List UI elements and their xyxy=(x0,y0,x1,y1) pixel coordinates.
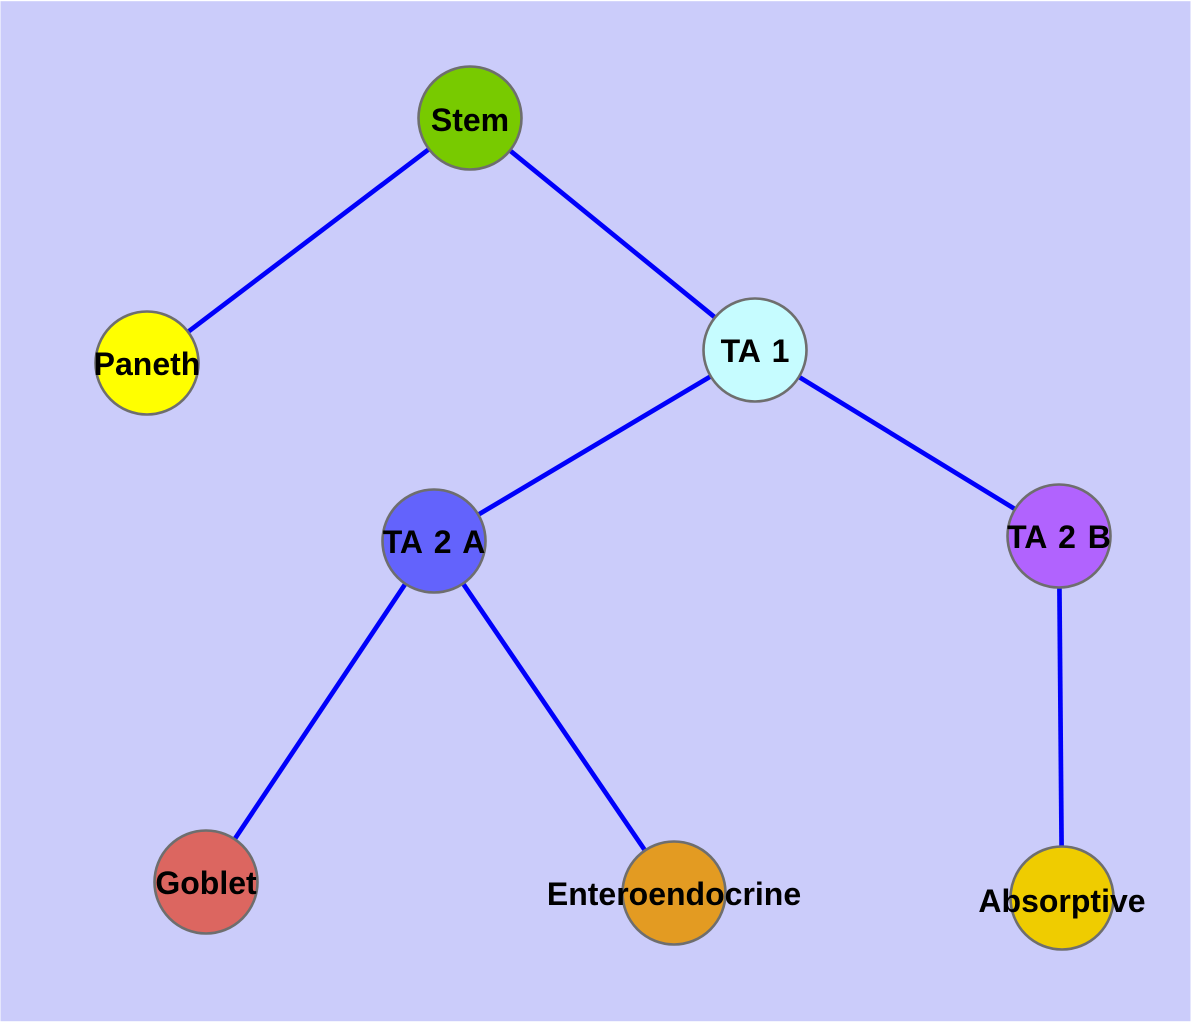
svg-text:Goblet: Goblet xyxy=(155,865,257,901)
svg-text:Absorptive: Absorptive xyxy=(978,883,1145,919)
svg-text:TA 2 B: TA 2 B xyxy=(1007,519,1111,555)
svg-text:TA 2 A: TA 2 A xyxy=(383,524,486,560)
svg-text:Enteroendocrine: Enteroendocrine xyxy=(547,876,801,912)
svg-text:TA 1: TA 1 xyxy=(721,333,790,369)
svg-text:Stem: Stem xyxy=(431,102,509,138)
svg-text:Paneth: Paneth xyxy=(94,346,201,382)
